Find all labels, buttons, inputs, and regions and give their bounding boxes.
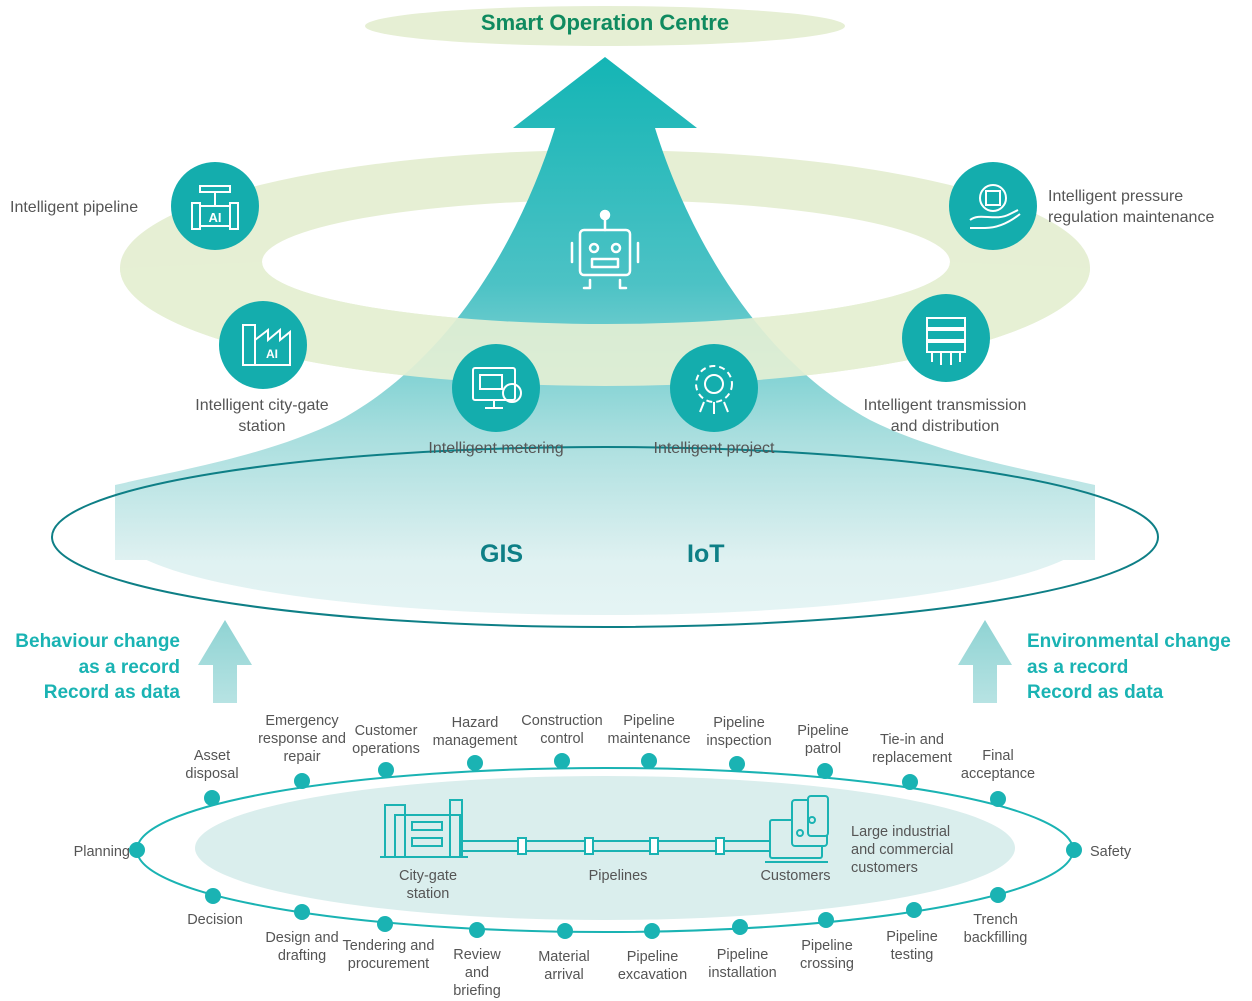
dot-excavation xyxy=(644,923,660,939)
dot-construction xyxy=(554,753,570,769)
pressure-circle-icon xyxy=(949,162,1037,250)
dot-hazard xyxy=(467,755,483,771)
lifecycle-crossing: Pipeline crossing xyxy=(800,938,854,972)
svg-text:AI: AI xyxy=(266,347,278,361)
lifecycle-pipeline-inspection: Pipeline inspection xyxy=(706,715,772,749)
lifecycle-safety: Safety xyxy=(1090,844,1132,860)
pipelines-label: Pipelines xyxy=(588,868,648,884)
smart-operation-centre-title: Smart Operation Centre xyxy=(480,10,730,35)
dot-maintenance xyxy=(641,753,657,769)
dot-emergency xyxy=(294,773,310,789)
dot-customer-ops xyxy=(378,762,394,778)
lifecycle-tendering: Tendering and procurement xyxy=(342,938,435,972)
top-ellipse xyxy=(365,6,845,46)
intelligent-project-label: Intelligent project xyxy=(653,440,775,457)
intelligent-transmission-label: Intelligent transmission and distributio… xyxy=(863,397,1027,435)
dot-material xyxy=(557,923,573,939)
green-ring-front xyxy=(120,262,1090,386)
dot-asset-disposal xyxy=(204,790,220,806)
customers-label: Customers xyxy=(760,868,831,884)
left-up-arrow xyxy=(198,620,252,703)
pipeline-illustration xyxy=(380,795,829,863)
outer-ellipse xyxy=(51,446,1159,628)
city-gate-station-label: City-gate station xyxy=(398,868,458,902)
right-up-arrow xyxy=(958,620,1012,703)
lifecycle-construction-control: Construction control xyxy=(521,713,603,747)
lifecycle-dots xyxy=(129,753,1082,939)
lifecycle-pipeline-maintenance: Pipeline maintenance xyxy=(607,713,691,747)
dot-trench xyxy=(990,887,1006,903)
lifecycle-excavation: Pipeline excavation xyxy=(617,949,688,983)
upward-arrow xyxy=(115,57,1095,560)
gis-label: GIS xyxy=(480,540,524,568)
dot-safety xyxy=(1066,842,1082,858)
dot-decision xyxy=(205,888,221,904)
environmental-change-label: Environmental change as a record Record … xyxy=(1027,631,1231,703)
lifecycle-tie-in: Tie-in and replacement xyxy=(872,732,952,766)
dot-design xyxy=(294,904,310,920)
lifecycle-material-arrival: Material arrival xyxy=(538,949,590,983)
transmission-circle-icon xyxy=(902,294,990,382)
lifecycle-review: Review and briefing xyxy=(453,947,501,999)
lifecycle-pipeline-patrol: Pipeline patrol xyxy=(797,723,849,757)
lifecycle-trench: Trench backfilling xyxy=(963,912,1028,946)
lifecycle-testing: Pipeline testing xyxy=(886,929,938,963)
project-circle-icon xyxy=(670,344,758,432)
dot-testing xyxy=(906,902,922,918)
lifecycle-final-acceptance: Final acceptance xyxy=(960,748,1036,782)
lifecycle-customer-operations: Customer operations xyxy=(352,723,420,757)
dot-inspection xyxy=(729,756,745,772)
intelligent-metering-label: Intelligent metering xyxy=(428,440,564,457)
dot-planning xyxy=(129,842,145,858)
lifecycle-emergency: Emergency response and repair xyxy=(258,713,346,765)
dot-final xyxy=(990,791,1006,807)
metering-circle-icon xyxy=(452,344,540,432)
dot-tie-in xyxy=(902,774,918,790)
lifecycle-installation: Pipeline installation xyxy=(708,947,777,981)
large-customers-label: Large industrial and commercial customer… xyxy=(851,824,954,876)
dot-tendering xyxy=(377,916,393,932)
svg-text:AI: AI xyxy=(209,210,222,225)
dot-crossing xyxy=(818,912,834,928)
robot-icon xyxy=(570,209,640,290)
lifecycle-planning: Planning xyxy=(73,844,130,860)
city-gate-circle-icon: AI xyxy=(219,301,307,389)
lifecycle-hazard-management: Hazard management xyxy=(432,715,518,749)
dot-installation xyxy=(732,919,748,935)
intelligent-pressure-label: Intelligent pressure regulation maintena… xyxy=(1048,188,1215,226)
lifecycle-decision: Decision xyxy=(187,912,243,928)
intelligent-city-gate-label: Intelligent city-gate station xyxy=(195,397,329,435)
lifecycle-design: Design and drafting xyxy=(265,930,339,964)
lifecycle-asset-disposal: Asset disposal xyxy=(185,748,239,782)
pipeline-circle-icon: AI xyxy=(171,162,259,250)
intelligent-pipeline-label: Intelligent pipeline xyxy=(10,199,139,216)
behaviour-change-label: Behaviour change as a record Record as d… xyxy=(15,631,180,703)
iot-label: IoT xyxy=(687,540,725,568)
dot-patrol xyxy=(817,763,833,779)
dot-review xyxy=(469,922,485,938)
